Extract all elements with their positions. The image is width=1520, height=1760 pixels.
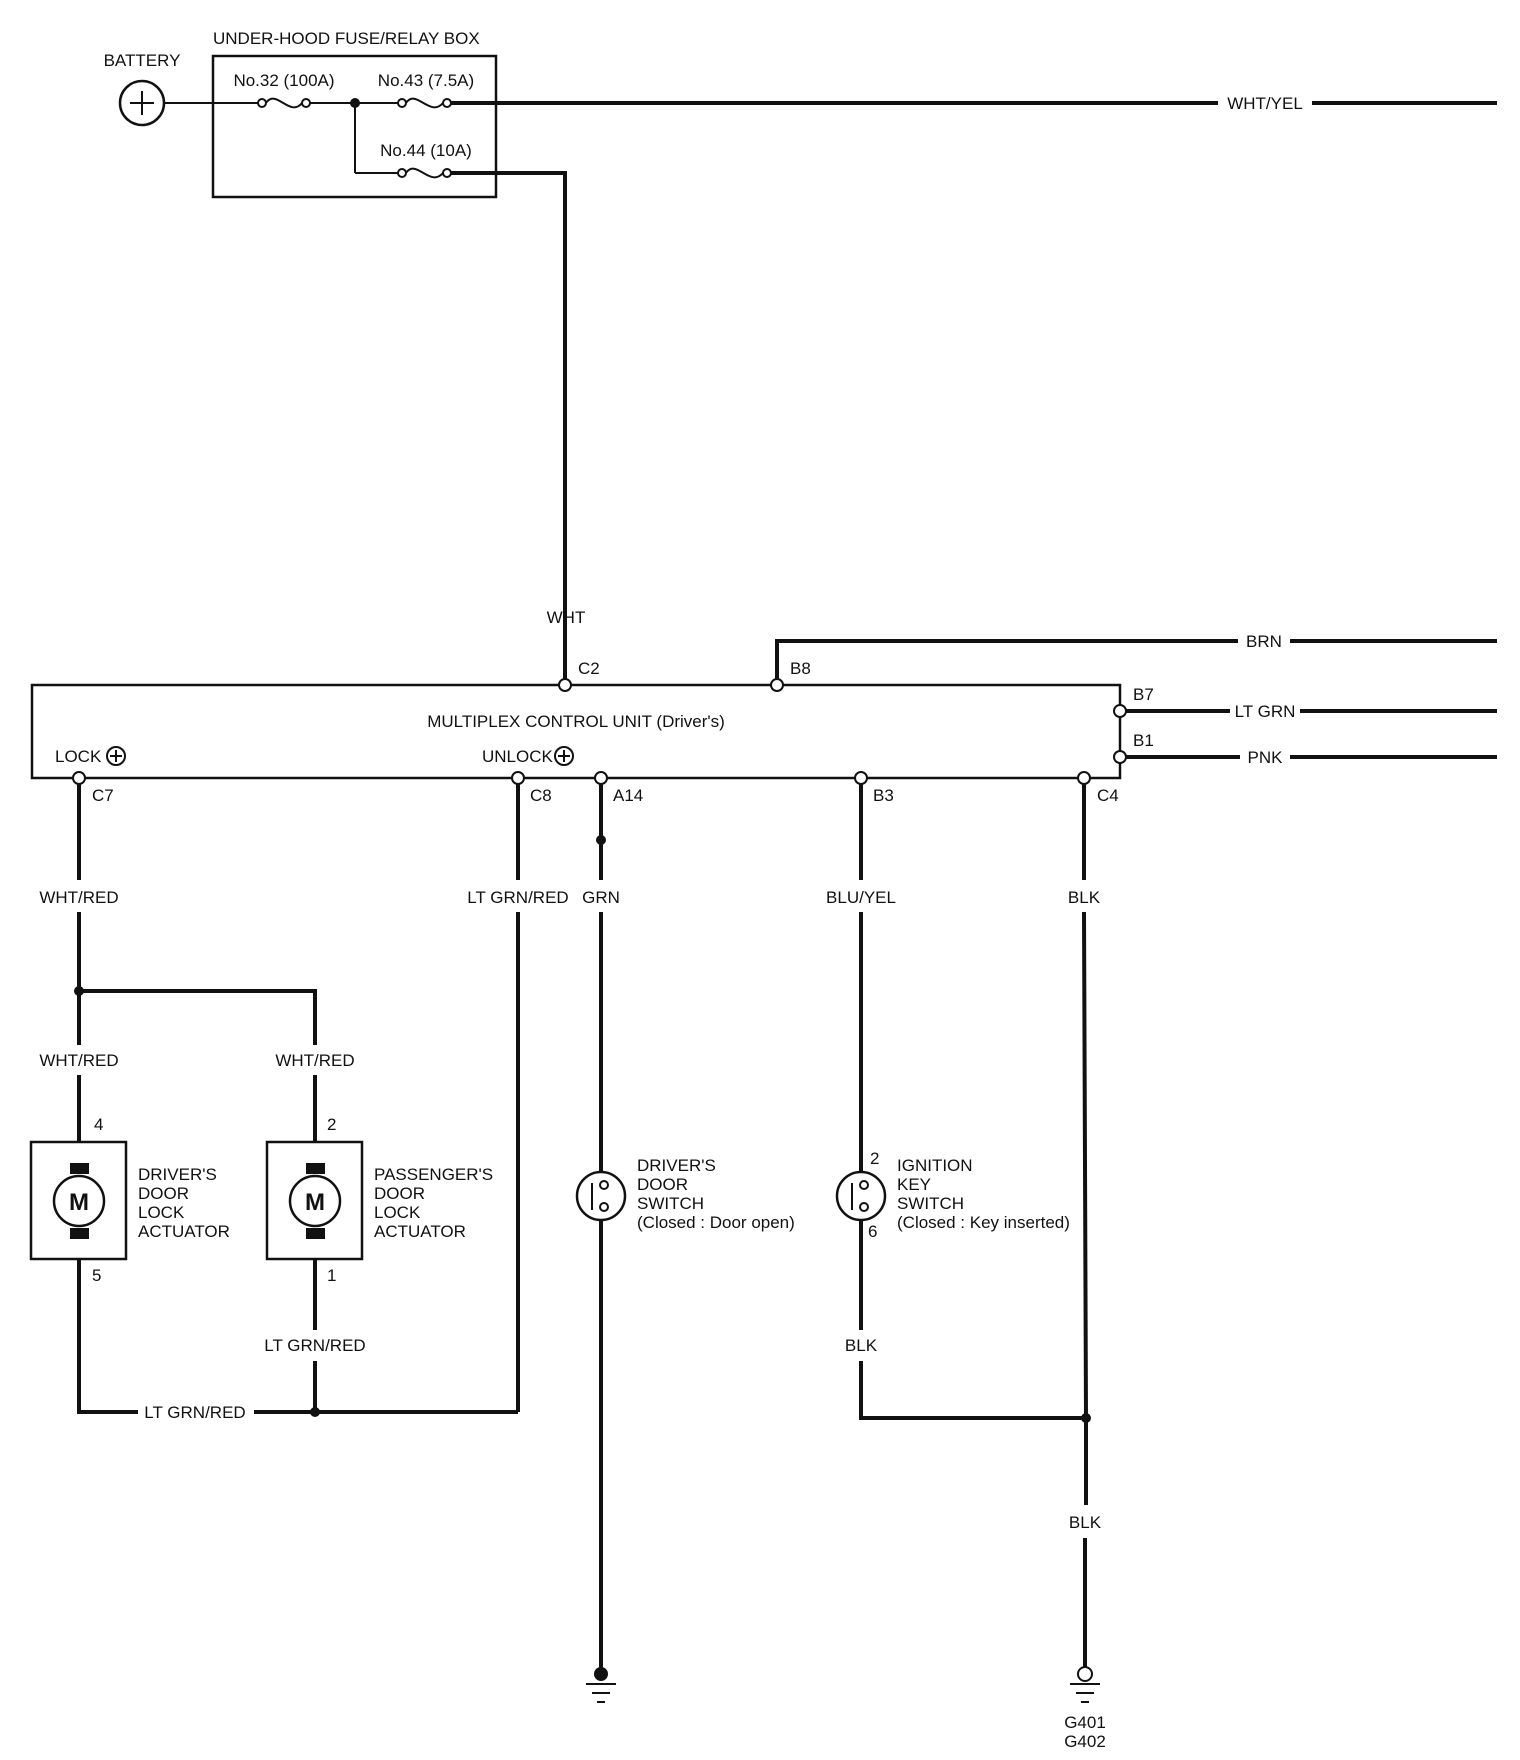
ground-icon — [1070, 1666, 1100, 1703]
driver-actuator-label-1: DRIVER'S — [138, 1165, 217, 1184]
pin-b8-label: B8 — [790, 659, 811, 678]
passenger-door-lock-actuator: 2 M 1 PASSENGER'S DOOR LOCK ACTUATOR — [265, 1115, 493, 1285]
driver-actuator-pin-bottom: 5 — [92, 1266, 101, 1285]
door-switch-label-3: SWITCH — [637, 1194, 704, 1213]
multiplex-control-unit: MULTIPLEX CONTROL UNIT (Driver's) LOCK U… — [30, 683, 1122, 780]
wire-label-ground: BLK — [1069, 1513, 1102, 1532]
door-switch-label-1: DRIVER'S — [637, 1156, 716, 1175]
driver-actuator-label-4: ACTUATOR — [138, 1222, 230, 1241]
fuse-43-symbol — [397, 97, 452, 109]
pin-b8 — [770, 678, 784, 692]
pin-b3 — [854, 771, 868, 785]
driver-door-switch: DRIVER'S DOOR SWITCH (Closed : Door open… — [575, 1156, 795, 1232]
pin-c8 — [511, 771, 525, 785]
door-switch-label-2: DOOR — [637, 1175, 688, 1194]
driver-actuator-label-3: LOCK — [138, 1203, 185, 1222]
pin-c4-label: C4 — [1097, 786, 1119, 805]
passenger-actuator-motor: M — [305, 1189, 325, 1216]
wire-label-c7-right: WHT/RED — [275, 1051, 354, 1070]
driver-actuator-label-2: DOOR — [138, 1184, 189, 1203]
pin-c7-label: C7 — [92, 786, 114, 805]
fuse-43-label: No.43 (7.5A) — [378, 71, 474, 90]
lock-plus-icon — [106, 746, 126, 766]
wire-label-c8: LT GRN/RED — [467, 888, 568, 907]
mcu-title: MULTIPLEX CONTROL UNIT (Driver's) — [427, 712, 725, 731]
ignition-switch-pin-top: 2 — [870, 1149, 879, 1168]
driver-actuator-pin-top: 4 — [94, 1115, 103, 1134]
pin-c4 — [1077, 771, 1091, 785]
pin-c8-label: C8 — [530, 786, 552, 805]
ignition-switch-label-2: KEY — [897, 1175, 931, 1194]
pin-b3-label: B3 — [873, 786, 894, 805]
fuse-44-label: No.44 (10A) — [380, 141, 472, 160]
switch-icon — [575, 1170, 627, 1222]
wire-label-wht-yel: WHT/YEL — [1227, 94, 1303, 113]
ground-label-g402: G402 — [1064, 1732, 1106, 1751]
ground-label-g401: G401 — [1064, 1713, 1106, 1732]
driver-door-lock-actuator: 4 M 5 DRIVER'S DOOR LOCK ACTUATOR — [29, 1115, 230, 1285]
ignition-switch-pin-bottom: 6 — [868, 1222, 877, 1241]
pin-c7 — [72, 771, 86, 785]
wire-label-brn: BRN — [1246, 632, 1282, 651]
wire-label-c7-left: WHT/RED — [39, 1051, 118, 1070]
motor-icon — [288, 1174, 342, 1228]
mcu-lock-label: LOCK — [55, 747, 102, 766]
ignition-switch-label-3: SWITCH — [897, 1194, 964, 1213]
pin-b1-label: B1 — [1133, 731, 1154, 750]
battery: BATTERY — [104, 51, 181, 127]
wire-label-a14: GRN — [582, 888, 620, 907]
pin-c2 — [558, 678, 572, 692]
fuse-box-title: UNDER-HOOD FUSE/RELAY BOX — [213, 29, 480, 48]
pin-b1 — [1113, 750, 1127, 764]
pin-a14 — [594, 771, 608, 785]
pin-a14-label: A14 — [613, 786, 643, 805]
wire-label-c4: BLK — [1068, 888, 1101, 907]
fuse-32-label: No.32 (100A) — [233, 71, 334, 90]
unlock-plus-icon — [554, 746, 574, 766]
passenger-actuator-label-2: DOOR — [374, 1184, 425, 1203]
passenger-actuator-pin-top: 2 — [327, 1115, 336, 1134]
passenger-actuator-label-4: ACTUATOR — [374, 1222, 466, 1241]
battery-label: BATTERY — [104, 51, 181, 70]
wire-label-pnk: PNK — [1248, 748, 1284, 767]
mcu-outline — [30, 683, 1122, 780]
chassis-ground-icon — [586, 1667, 616, 1703]
wire-label-ign-bottom: BLK — [845, 1336, 878, 1355]
wire-label-b3: BLU/YEL — [826, 888, 896, 907]
passenger-actuator-label-1: PASSENGER'S — [374, 1165, 493, 1184]
ignition-key-switch: 2 6 IGNITION KEY SWITCH (Closed : Key in… — [835, 1149, 1070, 1241]
driver-actuator-motor: M — [69, 1189, 89, 1216]
pin-b7 — [1113, 704, 1127, 718]
wire-label-pass-bottom: LT GRN/RED — [264, 1336, 365, 1355]
door-switch-label-4: (Closed : Door open) — [637, 1213, 795, 1232]
pin-b7-label: B7 — [1133, 685, 1154, 704]
pin-c2-label: C2 — [578, 659, 600, 678]
wire-label-wht: WHT — [547, 608, 586, 627]
passenger-actuator-label-3: LOCK — [374, 1203, 421, 1222]
wire-label-bottom-left: LT GRN/RED — [144, 1403, 245, 1422]
switch-icon — [835, 1170, 887, 1222]
wire-label-lt-grn: LT GRN — [1235, 702, 1296, 721]
ignition-switch-label-4: (Closed : Key inserted) — [897, 1213, 1070, 1232]
wire-label-c7: WHT/RED — [39, 888, 118, 907]
passenger-actuator-pin-bottom: 1 — [327, 1266, 336, 1285]
mcu-unlock-label: UNLOCK — [482, 747, 554, 766]
fuse-44-symbol — [397, 167, 452, 179]
ignition-switch-label-1: IGNITION — [897, 1156, 973, 1175]
motor-icon — [52, 1174, 106, 1228]
